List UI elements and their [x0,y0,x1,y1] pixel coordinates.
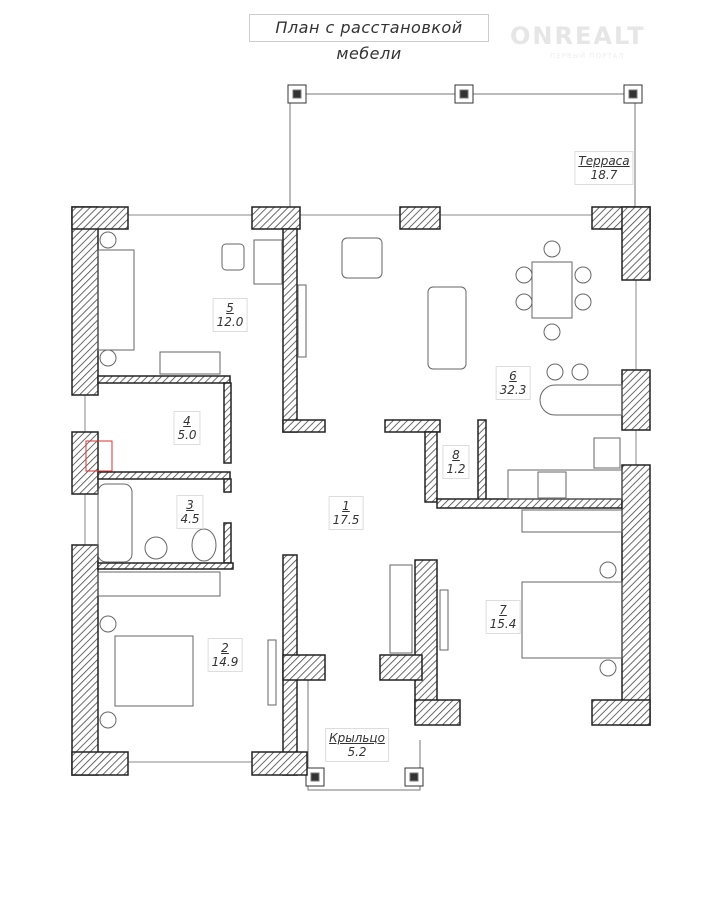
wardrobe-room-2 [97,571,221,597]
kitchen-island [539,384,623,416]
walls [71,206,651,776]
tv [297,284,307,358]
toilet [191,528,217,562]
bed-room-7 [521,581,623,659]
kitchen-counter [507,469,623,500]
desk [253,239,283,285]
porch [305,680,424,791]
washbasin [144,536,168,560]
plan-title: План с расстановкой мебели [249,14,489,63]
furniture [85,231,623,729]
stove [537,471,567,499]
terrace [287,84,643,215]
wardrobe-room-7 [521,509,623,533]
bed-room-2 [114,635,194,707]
tv-room-7 [439,589,449,651]
wardrobe-room-5 [159,351,221,375]
watermark-subtitle: ПЕРВЫЙ ПОРТАЛ [550,52,625,60]
sink [593,437,621,469]
armchair [341,237,383,279]
sofa-living [427,286,467,370]
sofa-room-5 [97,249,135,351]
watermark-logo: ONREALT [510,22,646,50]
wardrobe-hall [389,564,413,654]
tv-room-2 [267,639,277,706]
boiler [85,440,113,472]
dining-table [531,261,573,319]
chair [221,243,245,271]
bathtub [97,483,133,563]
